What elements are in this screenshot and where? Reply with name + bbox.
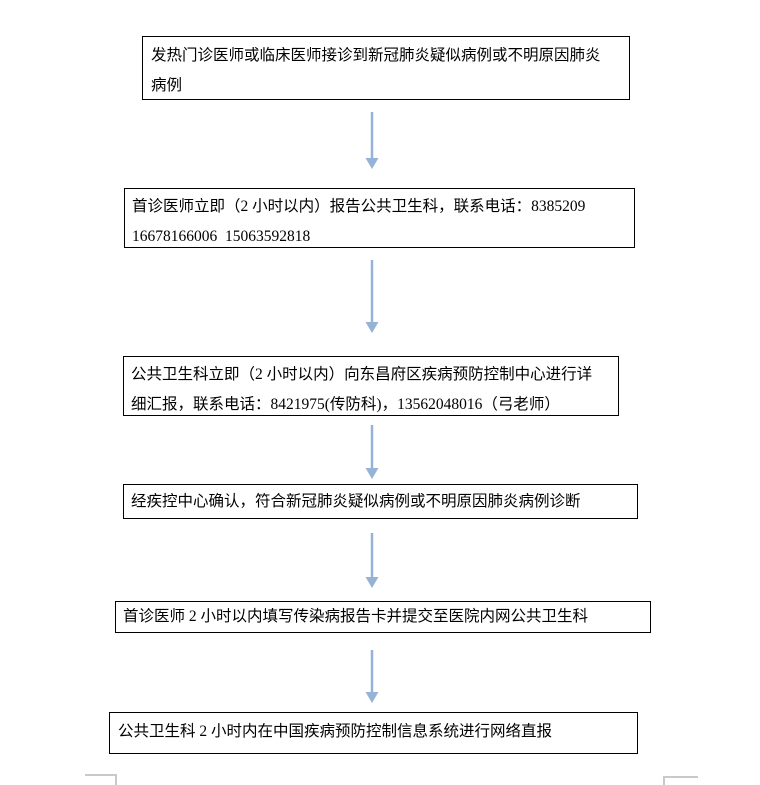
- down-arrow-icon: [365, 650, 379, 703]
- down-arrow-icon: [365, 260, 379, 333]
- flow-step-5-line-1: 首诊医师 2 小时以内填写传染病报告卡并提交至医院内网公共卫生科: [123, 608, 589, 625]
- down-arrow-icon: [365, 533, 379, 588]
- flow-step-6: 公共卫生科 2 小时内在中国疾病预防控制信息系统进行网络直报: [109, 712, 638, 754]
- flow-step-3-line-1: 公共卫生科立即（2 小时以内）向东昌府区疾病预防控制中心进行详: [131, 366, 593, 383]
- flow-step-1: 发热门诊医师或临床医师接诊到新冠肺炎疑似病例或不明原因肺炎 病例: [142, 36, 630, 100]
- flow-step-1-line-2: 病例: [151, 77, 183, 94]
- flow-step-2-line-2: 16678166006 15063592818: [132, 228, 311, 245]
- margin-mark-bottom-left: [85, 774, 117, 785]
- flow-step-2-line-1: 首诊医师立即（2 小时以内）报告公共卫生科，联系电话：8385209: [132, 198, 586, 215]
- down-arrow-icon: [365, 425, 379, 479]
- margin-mark-bottom-right: [663, 776, 698, 785]
- flow-step-4: 经疾控中心确认，符合新冠肺炎疑似病例或不明原因肺炎病例诊断: [123, 484, 638, 519]
- flow-step-1-line-1: 发热门诊医师或临床医师接诊到新冠肺炎疑似病例或不明原因肺炎: [151, 47, 601, 64]
- flow-step-5: 首诊医师 2 小时以内填写传染病报告卡并提交至医院内网公共卫生科: [115, 601, 651, 633]
- flow-step-6-line-1: 公共卫生科 2 小时内在中国疾病预防控制信息系统进行网络直报: [118, 723, 553, 740]
- flow-step-2: 首诊医师立即（2 小时以内）报告公共卫生科，联系电话：8385209 16678…: [124, 188, 635, 248]
- down-arrow-icon: [365, 112, 379, 169]
- flow-step-3: 公共卫生科立即（2 小时以内）向东昌府区疾病预防控制中心进行详 细汇报，联系电话…: [123, 356, 619, 416]
- flow-step-3-line-2: 细汇报，联系电话：8421975(传防科)，13562048016（弓老师）: [131, 396, 560, 413]
- flow-step-4-line-1: 经疾控中心确认，符合新冠肺炎疑似病例或不明原因肺炎病例诊断: [131, 493, 581, 510]
